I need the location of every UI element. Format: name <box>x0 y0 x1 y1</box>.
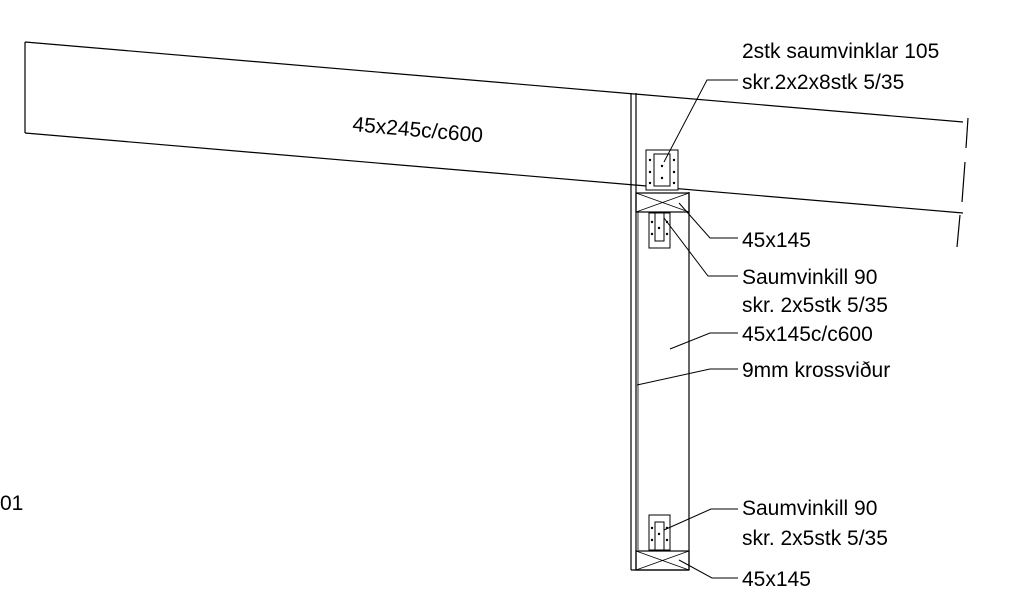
leader-lines <box>636 79 738 579</box>
note-top-bracket-line2: skr.2x2x8stk 5/35 <box>742 71 904 94</box>
note-bottom-plate: 45x145 <box>742 568 811 591</box>
note-lower-bracket-line1: Saumvinkill 90 <box>742 497 877 520</box>
wall <box>630 93 690 571</box>
detail-number: 01 <box>0 492 23 515</box>
upper-bracket <box>648 212 671 249</box>
note-sheathing: 9mm krossviður <box>742 359 890 382</box>
rafter <box>24 41 969 248</box>
note-stud: 45x145c/c600 <box>742 323 873 346</box>
note-lower-bracket-line2: skr. 2x5stk 5/35 <box>742 527 888 550</box>
note-upper-bracket-line2: skr. 2x5stk 5/35 <box>742 294 888 317</box>
top-plate <box>635 192 690 213</box>
rafter-label: 45x245c/c600 <box>352 113 484 147</box>
top-bracket <box>645 149 679 191</box>
note-top-plate: 45x145 <box>742 229 811 252</box>
note-upper-bracket-line1: Saumvinkill 90 <box>742 266 877 289</box>
lower-bracket <box>648 514 671 551</box>
note-top-bracket-line1: 2stk saumvinklar 105 <box>742 40 939 63</box>
